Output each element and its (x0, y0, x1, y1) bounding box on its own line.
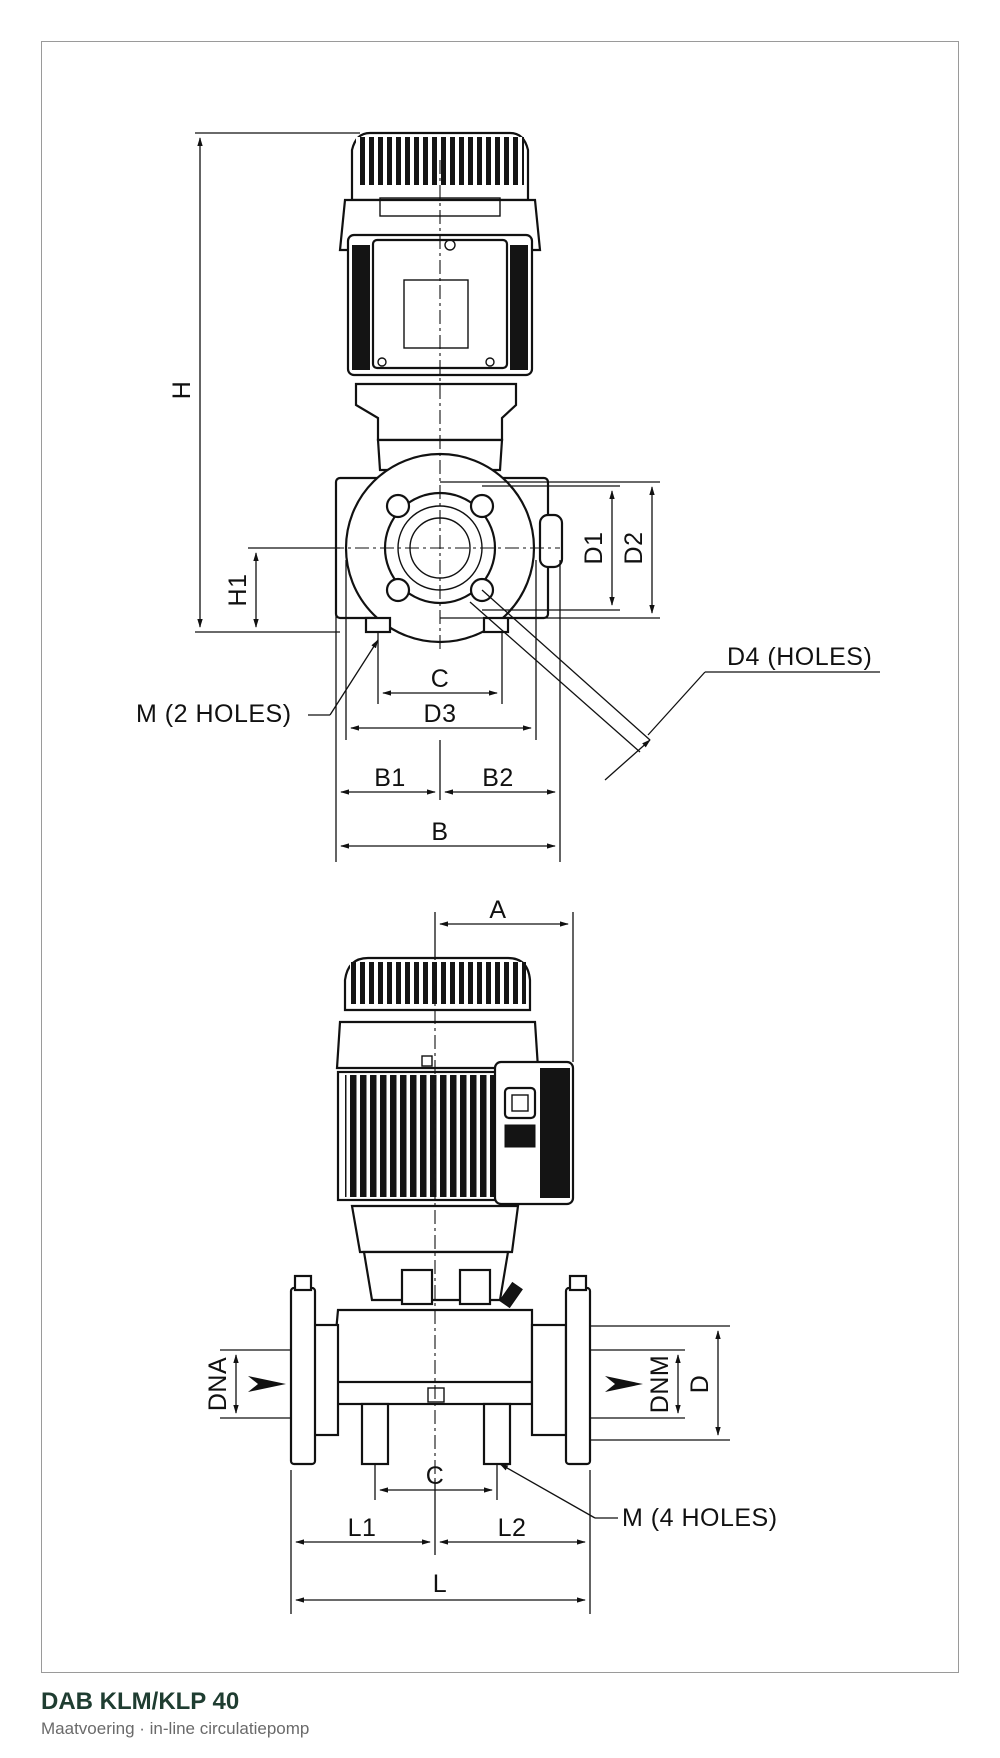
label-L: L (433, 1570, 447, 1598)
flange-hole-3 (385, 577, 411, 603)
foot-left (360, 1402, 390, 1466)
label-C-bottom: C (426, 1462, 445, 1490)
cable-gland-icon (503, 1086, 537, 1120)
label-L2: L2 (498, 1514, 527, 1542)
caption-subtitle: Maatvoering · in-line circulatiepomp (41, 1719, 310, 1738)
label-M-bottom: M (4 HOLES) (622, 1504, 778, 1532)
label-B1: B1 (374, 764, 406, 792)
label-B: B (431, 818, 448, 846)
top-view (195, 131, 880, 862)
label-D2: D2 (620, 532, 648, 565)
caption: DAB KLM/KLP 40 Maatvoering · in-line cir… (41, 1688, 941, 1740)
label-D1: D1 (580, 532, 608, 565)
dimension-labels: H H1 D1 D2 D4 (HOLES) C D3 M (2 HOLES) B… (136, 381, 872, 1598)
flange-inlet (289, 1286, 317, 1466)
label-H1: H1 (224, 574, 252, 607)
label-M-top: M (2 HOLES) (136, 700, 292, 728)
flange-hole-1 (385, 493, 411, 519)
foot-right (482, 1402, 512, 1466)
label-DNM: DNM (646, 1355, 674, 1413)
pump-dimension-drawing: H H1 D1 D2 D4 (HOLES) C D3 M (2 HOLES) B… (136, 131, 880, 1614)
label-C-top: C (431, 665, 450, 693)
label-D3: D3 (424, 700, 457, 728)
caption-title: DAB KLM/KLP 40 (41, 1688, 240, 1715)
label-DNA: DNA (204, 1357, 232, 1411)
label-D4: D4 (HOLES) (727, 643, 872, 671)
side-view (220, 912, 730, 1614)
label-H: H (168, 381, 196, 400)
drawing-frame (41, 41, 959, 1673)
label-A: A (489, 896, 506, 924)
terminal-window (403, 279, 469, 349)
label-L1: L1 (348, 1514, 377, 1542)
label-D: D (686, 1375, 714, 1394)
flange-outlet (564, 1286, 592, 1466)
label-B2: B2 (482, 764, 514, 792)
lantern-top (354, 382, 518, 442)
flange-hole-2 (469, 493, 495, 519)
